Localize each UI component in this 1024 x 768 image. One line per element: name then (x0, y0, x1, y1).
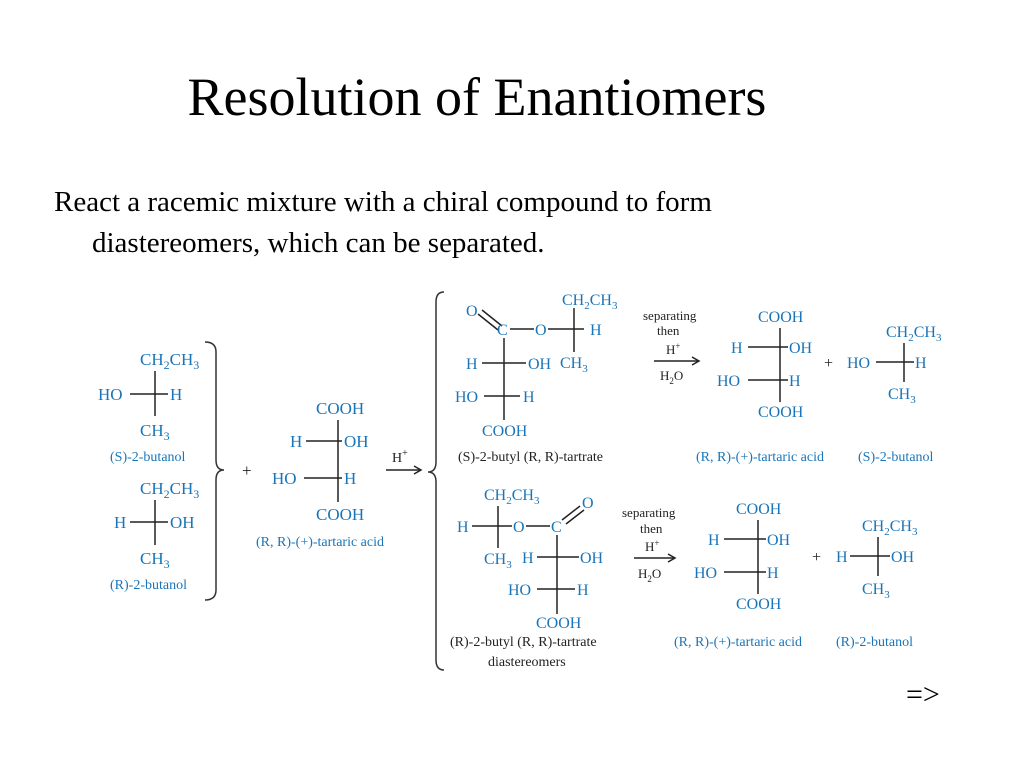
tartaric-cooh-bottom: COOH (316, 505, 364, 524)
diastereomers-label: diastereomers (488, 655, 566, 670)
ps-butanol-ho: HO (847, 355, 870, 372)
separating-bottom-h: H+ (645, 538, 659, 554)
product-r-butanol-label: (R)-2-butanol (836, 635, 913, 650)
pr-butanol-ethyl: CH2CH3 (862, 518, 918, 538)
body-line-2: diastereomers, which can be separated. (92, 227, 545, 259)
r-ester-ethyl: CH2CH3 (484, 487, 540, 507)
s-ester-o: O (535, 322, 547, 339)
r-ester-methyl: CH3 (484, 551, 512, 571)
separating-bottom-1: separating (622, 505, 676, 520)
product-tartaric-label-top: (R, R)-(+)-tartaric acid (696, 450, 824, 465)
r-butyl-tartrate-label: (R)-2-butyl (R, R)-tartrate (450, 635, 597, 650)
pt-top-h-2: H (789, 373, 801, 390)
r-ester-cooh: COOH (536, 615, 582, 632)
pt-bottom-h-2: H (767, 565, 779, 582)
s-ester-c: C (497, 322, 508, 339)
plus-sign-1: + (242, 461, 252, 480)
r-ester-h-1: H (522, 550, 534, 567)
separating-top-h: H+ (666, 341, 680, 357)
separating-top-2: then (657, 323, 680, 338)
pt-top-oh-1: OH (789, 340, 813, 357)
plus-sign-3: + (812, 549, 821, 566)
r-ester-carbonyl-o: O (582, 495, 594, 512)
pr-butanol-h: H (836, 549, 848, 566)
s-butyl-tartrate-structure: O C O CH2CH3 H CH3 H OH HO H COOH (S)-2-… (455, 292, 618, 465)
ps-butanol-methyl: CH3 (888, 386, 916, 406)
s-butanol-methyl: CH3 (140, 421, 170, 443)
product-s-butanol: CH2CH3 HO H CH3 (S)-2-butanol (847, 324, 942, 465)
r-ester-oh-1: OH (580, 550, 604, 567)
tartaric-label: (R, R)-(+)-tartaric acid (256, 535, 384, 550)
r-butanol-structure: CH2CH3 H OH CH3 (R)-2-butanol (110, 479, 199, 593)
pt-top-h-1: H (731, 340, 743, 357)
pt-bottom-cooh-1: COOH (736, 501, 782, 518)
s-ester-ethyl: CH2CH3 (562, 292, 618, 312)
pt-bottom-h-1: H (708, 532, 720, 549)
r-ester-h-2: H (577, 582, 589, 599)
r-butanol-h: H (114, 513, 126, 532)
s-butanol-ethyl: CH2CH3 (140, 350, 199, 372)
r-ester-c: C (551, 519, 562, 536)
s-butanol-ho: HO (98, 385, 123, 404)
s-ester-cooh: COOH (482, 423, 528, 440)
r-butanol-methyl: CH3 (140, 549, 170, 571)
separation-arrow-top: separating then H+ H2O (643, 308, 701, 386)
products-brace (427, 291, 445, 671)
s-ester-oh-1: OH (528, 356, 552, 373)
ps-butanol-h: H (915, 355, 927, 372)
r-butyl-tartrate-structure: CH2CH3 H O C O CH3 H OH HO H COOH (R)-2-… (450, 487, 604, 670)
separating-top-1: separating (643, 308, 697, 323)
s-ester-h-1: H (466, 356, 478, 373)
separating-top-water: H2O (660, 368, 683, 386)
product-r-butanol: CH2CH3 H OH CH3 (R)-2-butanol (836, 518, 918, 650)
s-ester-h-2: H (523, 389, 535, 406)
separating-bottom-2: then (640, 521, 663, 536)
product-tartaric-label-bottom: (R, R)-(+)-tartaric acid (674, 635, 802, 650)
separating-bottom-water: H2O (638, 566, 661, 584)
tartaric-h-1: H (290, 432, 302, 451)
racemic-brace (204, 341, 225, 601)
slide-title: Resolution of Enantiomers (187, 67, 767, 127)
r-ester-o: O (513, 519, 525, 536)
s-ester-ho-2: HO (455, 389, 478, 406)
s-butanol-label: (S)-2-butanol (110, 450, 186, 465)
catalyst-label: H+ (392, 448, 408, 466)
s-ester-methyl: CH3 (560, 355, 588, 375)
body-line-1: React a racemic mixture with a chiral co… (54, 186, 712, 218)
slide-body-text: React a racemic mixture with a chiral co… (54, 182, 874, 264)
s-ester-carbonyl-o: O (466, 303, 478, 320)
pt-top-cooh-1: COOH (758, 309, 804, 326)
r-butanol-ethyl: CH2CH3 (140, 479, 199, 501)
pr-butanol-methyl: CH3 (862, 581, 890, 601)
next-slide-marker[interactable]: => (906, 678, 940, 711)
s-butanol-structure: CH2CH3 HO H CH3 (S)-2-butanol (98, 350, 199, 465)
product-tartaric-top: COOH H OH HO H COOH (R, R)-(+)-tartaric … (696, 309, 824, 465)
tartaric-ho-2: HO (272, 469, 297, 488)
r-ester-ho-2: HO (508, 582, 531, 599)
pt-bottom-ho-2: HO (694, 565, 717, 582)
pt-bottom-cooh-2: COOH (736, 596, 782, 613)
product-tartaric-bottom: COOH H OH HO H COOH (R, R)-(+)-tartaric … (674, 501, 802, 650)
r-butanol-oh: OH (170, 513, 195, 532)
pr-butanol-oh: OH (891, 549, 915, 566)
r-ester-h: H (457, 519, 469, 536)
pt-top-cooh-2: COOH (758, 404, 804, 421)
tartaric-acid-reagent: COOH H OH HO H COOH (R, R)-(+)-tartaric … (256, 399, 384, 550)
s-butyl-tartrate-label: (S)-2-butyl (R, R)-tartrate (458, 450, 603, 465)
product-s-butanol-label: (S)-2-butanol (858, 450, 934, 465)
tartaric-h-2: H (344, 469, 356, 488)
s-ester-h: H (590, 322, 602, 339)
pt-top-ho-2: HO (717, 373, 740, 390)
plus-sign-2: + (824, 355, 833, 372)
pt-bottom-oh-1: OH (767, 532, 791, 549)
tartaric-cooh-top: COOH (316, 399, 364, 418)
r-butanol-label: (R)-2-butanol (110, 578, 187, 593)
ps-butanol-ethyl: CH2CH3 (886, 324, 942, 344)
separation-arrow-bottom: separating then H+ H2O (622, 505, 677, 584)
s-butanol-h: H (170, 385, 182, 404)
tartaric-oh-1: OH (344, 432, 369, 451)
